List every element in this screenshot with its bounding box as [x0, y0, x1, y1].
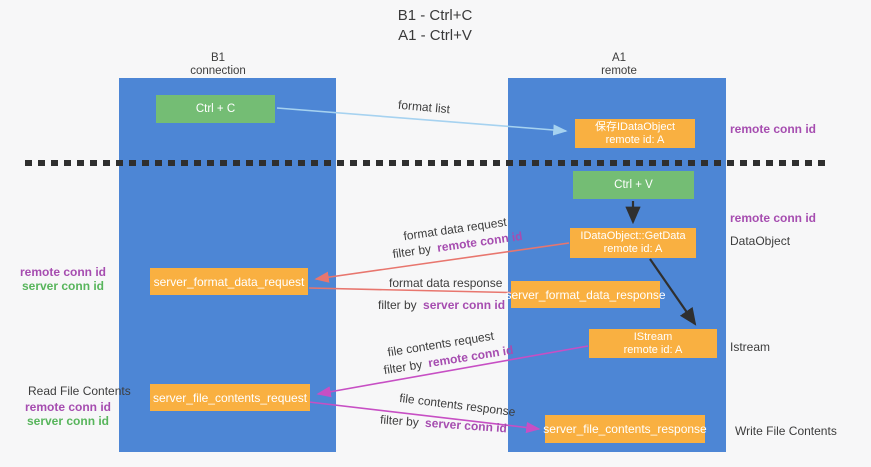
- annotation-remote-conn-id-4: remote conn id: [24, 400, 111, 414]
- edge-label-filter-server-2: filter by server conn id: [380, 413, 508, 436]
- filter-by-text-3: filter by: [382, 356, 427, 378]
- save-idataobject-line2: remote id: A: [605, 133, 665, 146]
- annotation-server-conn-id-1: server conn id: [21, 279, 105, 293]
- annotation-istream: Istream: [730, 340, 771, 354]
- edge-label-filter-server-1: filter by server conn id: [378, 298, 505, 312]
- title-line-1: B1 - Ctrl+C: [397, 7, 473, 24]
- lane-b1-role: connection: [190, 65, 246, 77]
- node-ctrl-c: Ctrl + C: [156, 95, 275, 123]
- node-save-idataobject: 保存IDataObject remote id: A: [575, 119, 695, 148]
- diagram-title: B1 - Ctrl+C A1 - Ctrl+V: [330, 6, 540, 46]
- lane-a1-name: A1: [611, 52, 627, 64]
- annotation-conn-ids-format: remote conn id server conn id: [18, 265, 108, 293]
- edge-label-format-list: format list: [397, 97, 451, 117]
- node-istream: IStream remote id: A: [589, 329, 717, 358]
- annotation-remote-conn-id-2: remote conn id: [730, 211, 817, 225]
- annotation-remote-conn-id-3: remote conn id: [19, 265, 106, 279]
- save-idataobject-line1: 保存IDataObject: [594, 120, 676, 133]
- annotation-read-file-contents: Read File Contents: [28, 384, 131, 398]
- server-format-data-request-label: server_format_data_request: [153, 274, 305, 289]
- filter-server-conn-id-2: server conn id: [424, 415, 508, 436]
- node-server-format-data-response: server_format_data_response: [505, 281, 666, 308]
- node-server-file-contents-request: server_file_contents_request: [150, 384, 310, 411]
- filter-by-text-4: filter by: [379, 412, 423, 430]
- annotation-dataobject: DataObject: [730, 234, 791, 248]
- annotation-write-file-contents: Write File Contents: [735, 424, 837, 438]
- annotation-conn-ids-file: remote conn id server conn id: [23, 400, 113, 428]
- copy-paste-separator-line: [25, 160, 831, 166]
- ctrl-v-label: Ctrl + V: [614, 179, 653, 191]
- annotation-server-conn-id-2: server conn id: [26, 414, 110, 428]
- node-server-format-data-request: server_format_data_request: [150, 268, 308, 295]
- server-format-data-response-label: server_format_data_response: [505, 287, 666, 302]
- node-ctrl-v: Ctrl + V: [573, 171, 694, 199]
- edge-label-format-data-response: format data response: [389, 276, 503, 290]
- annotation-remote-conn-id-1: remote conn id: [730, 122, 817, 136]
- filter-by-text-1: filter by: [391, 241, 436, 262]
- lane-header-b1: B1 connection: [148, 52, 288, 78]
- istream-line2: remote id: A: [623, 343, 683, 356]
- filter-by-text-2: filter by: [378, 298, 421, 312]
- node-server-file-contents-response: server_file_contents_response: [543, 415, 707, 443]
- title-line-2: A1 - Ctrl+V: [398, 27, 472, 44]
- ctrl-c-label: Ctrl + C: [195, 103, 236, 115]
- node-idataobject-getdata: IDataObject::GetData remote id: A: [570, 228, 696, 258]
- idataobject-getdata-line2: remote id: A: [603, 243, 663, 255]
- istream-line1: IStream: [633, 330, 673, 343]
- filter-server-conn-id-1: server conn id: [423, 298, 506, 312]
- server-file-contents-response-label: server_file_contents_response: [543, 422, 707, 436]
- lane-a1-role: remote: [601, 65, 637, 77]
- idataobject-getdata-line1: IDataObject::GetData: [580, 230, 686, 242]
- server-file-contents-request-label: server_file_contents_request: [152, 390, 308, 405]
- lane-header-a1: A1 remote: [549, 52, 689, 78]
- lane-b1-name: B1: [210, 52, 226, 64]
